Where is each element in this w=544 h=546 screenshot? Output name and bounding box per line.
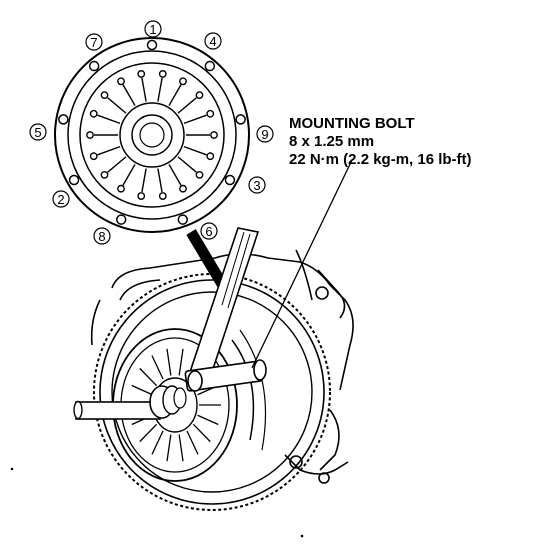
finger-tip <box>158 192 167 200</box>
finger-tip <box>117 184 125 193</box>
finger-tip <box>206 109 215 118</box>
finger-tip <box>195 170 204 179</box>
finger-tip <box>206 152 215 161</box>
bolt-hole <box>88 60 100 72</box>
diaphragm-finger <box>183 114 207 125</box>
diaphragm-finger <box>177 97 197 114</box>
bolt-hole <box>68 174 80 186</box>
sequence-number-2: 2 <box>52 190 70 208</box>
callout-bolt-size: 8 x 1.25 mm <box>289 133 375 150</box>
disc-spoke <box>139 423 158 443</box>
bolt-hole <box>204 60 216 72</box>
finger-tip <box>210 131 218 139</box>
bolt-holes <box>58 39 246 225</box>
finger-tip <box>100 91 109 100</box>
bolt-hole <box>235 114 246 125</box>
bolt-hole <box>146 39 158 51</box>
sequence-number-5: 5 <box>29 123 47 141</box>
svg-text:3: 3 <box>253 178 260 193</box>
finger-tip <box>137 70 146 78</box>
diaphragm-finger <box>107 97 127 114</box>
bolt-hole <box>115 214 127 225</box>
diaphragm-finger <box>97 145 121 156</box>
diaphragm-finger <box>122 84 136 106</box>
bolt-hole <box>58 114 69 125</box>
disc-spoke <box>131 384 153 396</box>
disc-spoke <box>197 414 219 426</box>
diaphragm-finger <box>107 156 127 173</box>
disc-spoke <box>139 367 158 387</box>
diaphragm-finger <box>141 168 147 193</box>
indicator-arrow <box>186 229 227 287</box>
disc-spoke <box>151 355 164 380</box>
sequence-number-7: 7 <box>85 33 103 51</box>
callout-leader-line <box>251 159 353 369</box>
svg-text:1: 1 <box>149 22 156 37</box>
diaphragm-finger <box>183 145 207 156</box>
finger-tip <box>117 77 125 86</box>
diaphragm-finger <box>168 164 182 186</box>
disc-spoke <box>178 348 184 376</box>
stray-mark <box>300 534 304 538</box>
diaphragm-finger <box>177 156 197 173</box>
finger-tip <box>179 184 187 193</box>
engine-block <box>90 249 354 484</box>
finger-tip <box>158 70 167 78</box>
diaphragm-finger <box>157 168 163 193</box>
finger-tip <box>89 109 98 118</box>
finger-tip <box>137 192 146 200</box>
bolt-hole <box>224 174 236 186</box>
finger-tip <box>195 91 204 100</box>
sequence-number-6: 6 <box>200 222 218 240</box>
svg-text:2: 2 <box>57 192 64 207</box>
diaphragm-finger <box>168 84 182 106</box>
bolt-sequence-numbers: 1 2 3 4 5 6 7 <box>29 20 274 245</box>
svg-text:8: 8 <box>98 229 105 244</box>
svg-text:5: 5 <box>34 125 41 140</box>
diaphragm-finger <box>122 164 136 186</box>
callout-title: MOUNTING BOLT <box>289 115 415 132</box>
bolt-hole <box>177 214 189 225</box>
sequence-number-1: 1 <box>144 20 162 38</box>
svg-text:7: 7 <box>90 35 97 50</box>
sequence-number-3: 3 <box>248 176 266 194</box>
flywheel <box>93 273 331 511</box>
disc-spoke <box>166 434 172 462</box>
sequence-number-4: 4 <box>204 32 222 50</box>
disc-spoke <box>178 434 184 462</box>
svg-text:9: 9 <box>261 127 268 142</box>
finger-tip <box>100 170 109 179</box>
finger-tip <box>179 77 187 86</box>
diaphragm-fingers <box>86 70 218 200</box>
stray-mark <box>10 467 14 471</box>
disc-spoke <box>151 430 164 455</box>
pressure-plate-top-view <box>54 37 250 233</box>
disc-spoke <box>186 430 199 455</box>
disc-spoke <box>166 348 172 376</box>
diaphragm-finger <box>157 77 163 102</box>
sequence-number-8: 8 <box>93 227 111 245</box>
disc-spoke <box>192 423 211 443</box>
svg-text:6: 6 <box>205 224 212 239</box>
wrench <box>184 227 267 392</box>
sequence-number-9: 9 <box>256 125 274 143</box>
diaphragm-finger <box>97 114 121 125</box>
svg-text:4: 4 <box>209 34 216 49</box>
finger-tip <box>89 152 98 161</box>
alignment-tool <box>73 385 187 420</box>
callout-torque-spec: 22 N·m (2.2 kg-m, 16 lb-ft) <box>289 151 472 168</box>
diaphragm-finger <box>141 77 147 102</box>
finger-tip <box>86 131 94 139</box>
